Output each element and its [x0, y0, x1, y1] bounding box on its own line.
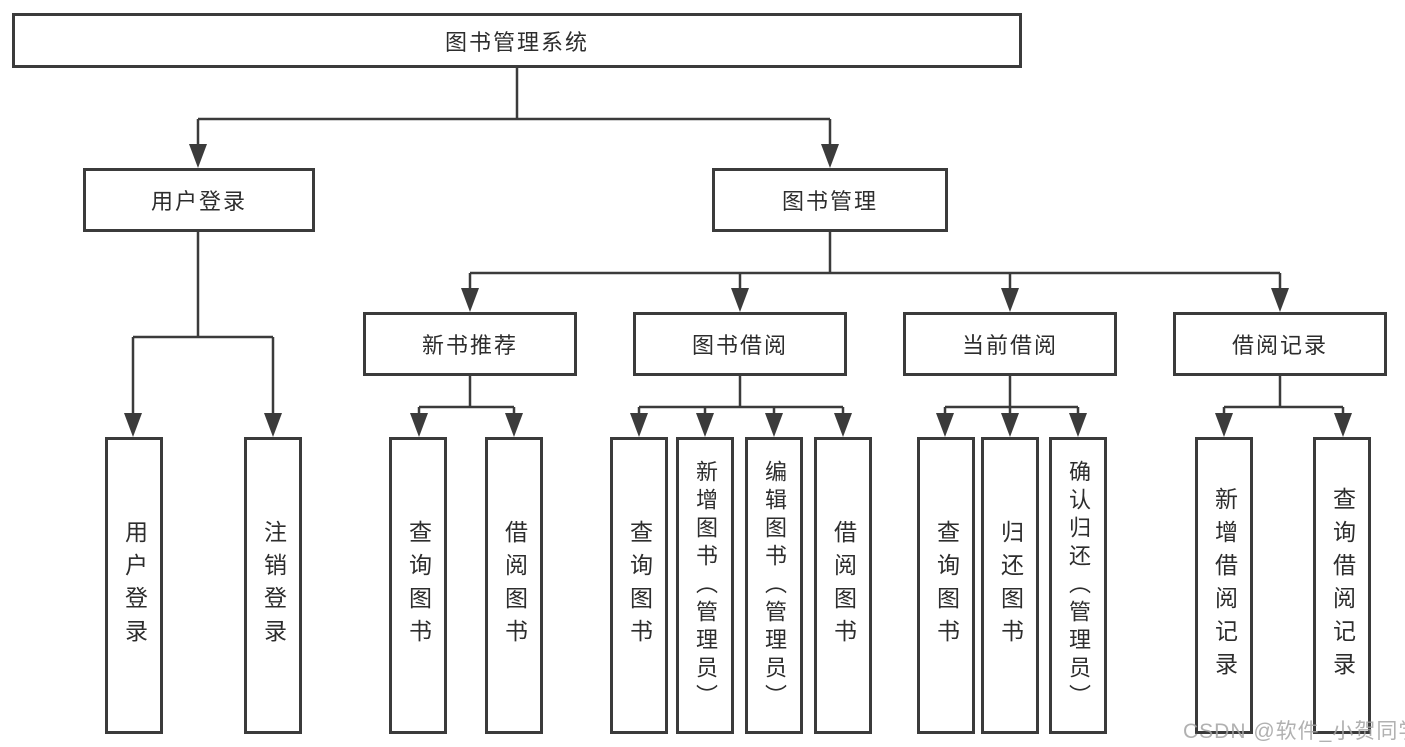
arrow-down-icon	[936, 413, 954, 437]
arrow-down-icon	[731, 288, 749, 312]
connector-current-borrow-children	[943, 376, 1080, 417]
arrow-down-icon	[696, 413, 714, 437]
node-book-borrowing: 图书借阅	[633, 312, 847, 376]
arrow-down-icon	[1001, 288, 1019, 312]
leaf-query-books: 查询图书	[610, 437, 668, 734]
leaf-label: 查询图书	[933, 519, 960, 652]
node-label: 当前借阅	[961, 333, 1058, 358]
node-new-book-recommend: 新书推荐	[363, 312, 577, 376]
leaf-query-books: 查询图书	[389, 437, 447, 734]
arrow-down-icon	[1001, 413, 1019, 437]
node-label: 用户登录	[150, 189, 247, 214]
leaf-label: 用户登录	[121, 519, 148, 652]
leaf-label: 借阅图书	[830, 519, 857, 652]
connector-root-to-level2	[196, 68, 832, 148]
node-label: 借阅记录	[1231, 333, 1328, 358]
arrow-down-icon	[189, 144, 207, 168]
arrow-down-icon	[124, 413, 142, 437]
arrow-down-icon	[821, 144, 839, 168]
leaf-label: 查询借阅记录	[1329, 486, 1356, 685]
connector-user-login-children	[131, 232, 275, 417]
leaf-borrow-books: 借阅图书	[814, 437, 872, 734]
arrow-down-icon	[1271, 288, 1289, 312]
leaf-label: 查询图书	[626, 519, 653, 652]
arrow-down-icon	[461, 288, 479, 312]
arrow-down-icon	[1215, 413, 1233, 437]
leaf-label: 借阅图书	[501, 519, 528, 652]
leaf-confirm-return-admin: 确认归还（管理员）	[1049, 437, 1107, 734]
node-current-borrowing: 当前借阅	[903, 312, 1117, 376]
leaf-borrow-books: 借阅图书	[485, 437, 543, 734]
leaf-edit-book-admin: 编辑图书（管理员）	[745, 437, 803, 734]
csdn-watermark: CSDN @软件_小贺同学	[1183, 720, 1405, 743]
connector-book-borrow-children	[637, 376, 845, 417]
arrow-down-icon	[1069, 413, 1087, 437]
leaf-return-books: 归还图书	[981, 437, 1039, 734]
connector-book-mgmt-children	[468, 232, 1282, 292]
leaf-label: 编辑图书（管理员）	[762, 459, 787, 712]
node-label: 图书借阅	[691, 333, 788, 358]
node-label: 图书管理	[781, 189, 878, 214]
leaf-query-books: 查询图书	[917, 437, 975, 734]
leaf-logout-login: 注销登录	[244, 437, 302, 734]
leaf-label: 注销登录	[260, 519, 287, 652]
arrow-down-icon	[410, 413, 428, 437]
leaf-label: 归还图书	[997, 519, 1024, 652]
connector-borrow-records-children	[1222, 376, 1345, 417]
leaf-add-book-admin: 新增图书（管理员）	[676, 437, 734, 734]
node-label: 图书管理系统	[444, 29, 589, 55]
leaf-add-borrow-record: 新增借阅记录	[1195, 437, 1253, 734]
node-user-login: 用户登录	[83, 168, 315, 232]
arrow-down-icon	[630, 413, 648, 437]
leaf-user-login: 用户登录	[105, 437, 163, 734]
arrow-down-icon	[834, 413, 852, 437]
node-borrowing-records: 借阅记录	[1173, 312, 1387, 376]
connector-new-book-children	[417, 376, 516, 417]
arrow-down-icon	[765, 413, 783, 437]
arrow-down-icon	[264, 413, 282, 437]
leaf-label: 新增图书（管理员）	[693, 459, 718, 712]
leaf-query-borrow-record: 查询借阅记录	[1313, 437, 1371, 734]
arrow-down-icon	[1334, 413, 1352, 437]
node-library-system: 图书管理系统	[12, 13, 1022, 68]
leaf-label: 查询图书	[405, 519, 432, 652]
leaf-label: 新增借阅记录	[1211, 486, 1238, 685]
node-book-management: 图书管理	[712, 168, 948, 232]
arrow-down-icon	[505, 413, 523, 437]
leaf-label: 确认归还（管理员）	[1066, 459, 1091, 712]
node-label: 新书推荐	[421, 333, 518, 358]
